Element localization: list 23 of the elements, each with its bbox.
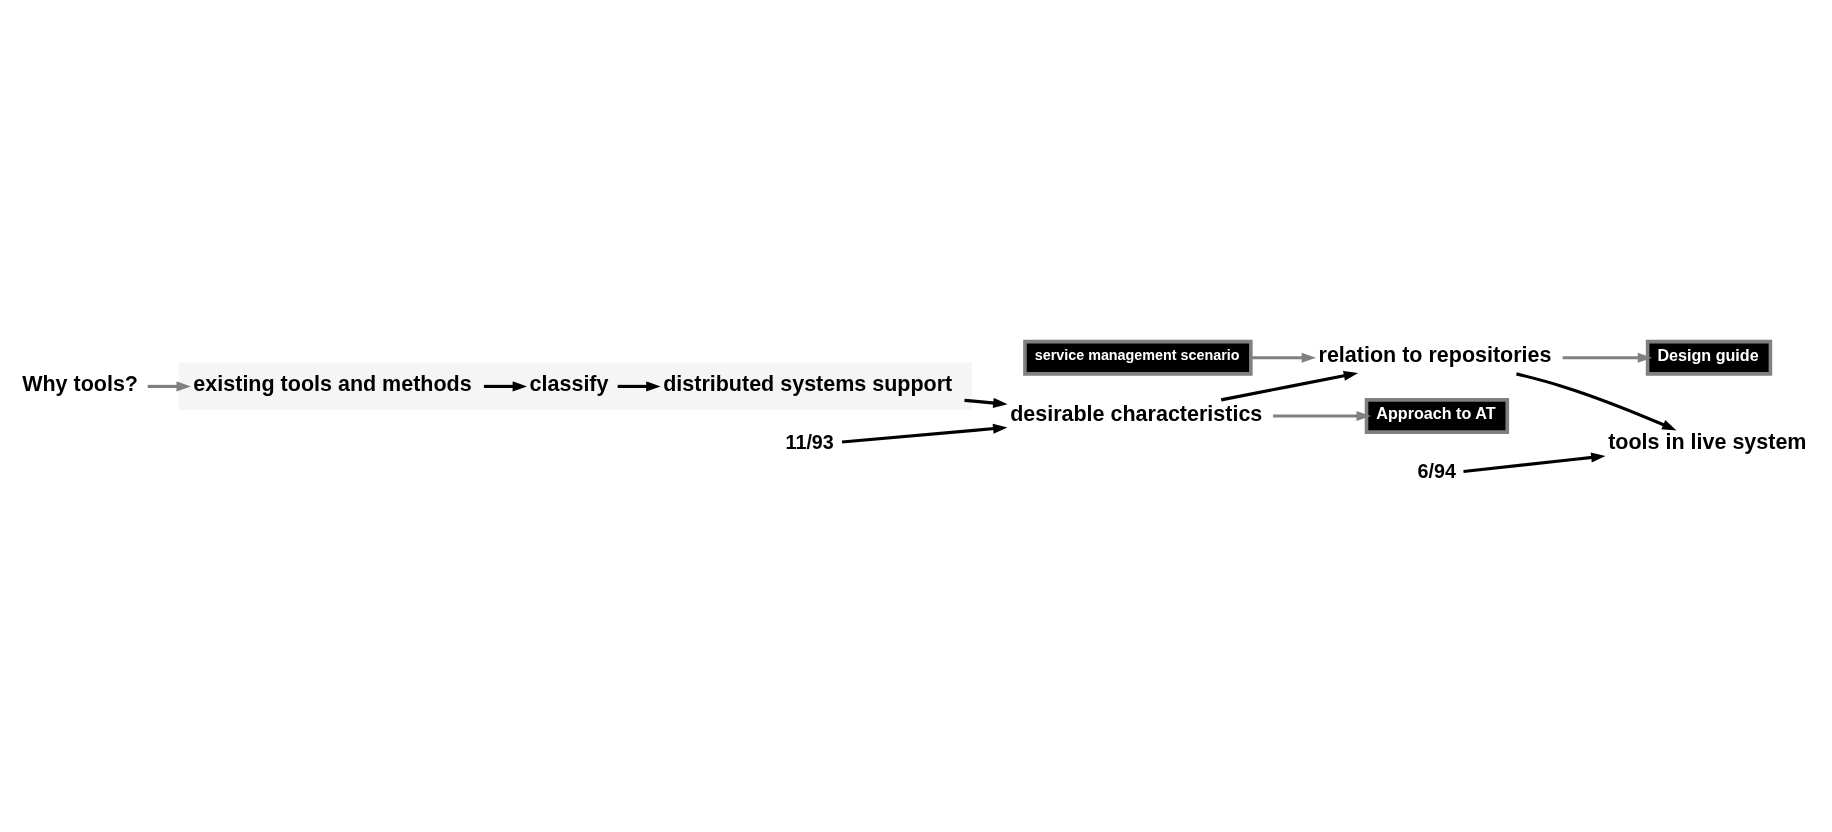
arrow bbox=[841, 423, 1008, 444]
arrow bbox=[964, 397, 1008, 408]
node-text: existing tools and methods bbox=[193, 372, 472, 397]
arrow bbox=[1273, 410, 1371, 422]
node-text: Why tools? bbox=[22, 372, 138, 397]
node-text: 6/94 bbox=[1417, 460, 1457, 483]
node-text: relation to repositories bbox=[1318, 343, 1552, 368]
node-text: classify bbox=[529, 372, 609, 397]
arrow bbox=[1463, 452, 1606, 474]
arrow bbox=[1220, 370, 1359, 402]
node-text: distributed systems support bbox=[663, 372, 953, 397]
node-text: desirable characteristics bbox=[1010, 401, 1263, 426]
arrow bbox=[147, 381, 191, 392]
node-box: Design guide bbox=[1645, 339, 1773, 376]
arrow bbox=[1562, 352, 1653, 363]
node-box: Approach to AT bbox=[1364, 398, 1510, 434]
node-text: 11/93 bbox=[785, 430, 834, 453]
arrow bbox=[483, 381, 527, 392]
node-box: service management scenario bbox=[1023, 339, 1253, 376]
arrow bbox=[1516, 372, 1677, 431]
arrow bbox=[1251, 352, 1317, 363]
arrow bbox=[617, 381, 661, 392]
node-text: tools in live system bbox=[1608, 430, 1807, 455]
